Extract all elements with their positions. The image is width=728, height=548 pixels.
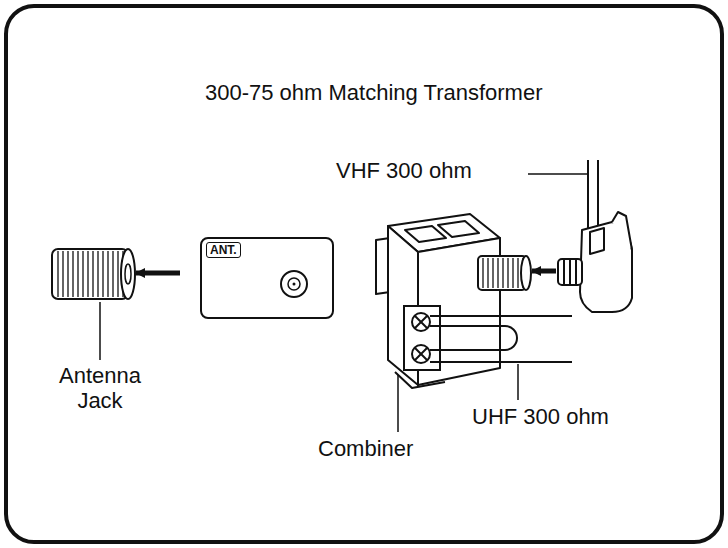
leader-line [528, 173, 588, 175]
frame [6, 6, 722, 542]
part-label: Antenna Jack [38, 363, 162, 414]
leader-line [517, 364, 519, 400]
insert-arrow [136, 271, 180, 276]
part-label: VHF 300 ohm [336, 158, 472, 183]
leader-line [397, 375, 399, 432]
combiner-output [478, 256, 531, 290]
uhf-twin-lead [430, 316, 572, 362]
panel-label: ANT. [206, 242, 241, 258]
part-label: Combiner [318, 436, 413, 461]
vhf-plug [558, 160, 632, 312]
antenna-panel: ANT. [200, 237, 334, 319]
antenna-jack [52, 249, 135, 299]
part-label: UHF 300 ohm [472, 404, 609, 429]
leader-line [99, 302, 101, 360]
diagram-title: 300-75 ohm Matching Transformer [205, 80, 543, 105]
insert-arrow [532, 269, 556, 274]
